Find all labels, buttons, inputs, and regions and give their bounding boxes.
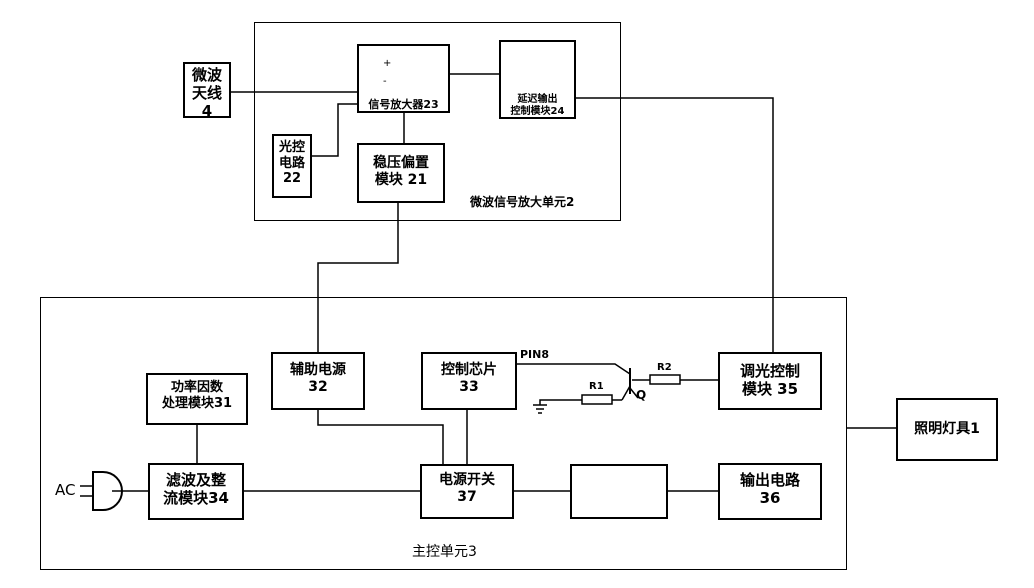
output-circuit-label: 输出电路 36 <box>739 471 800 507</box>
power-switch-label: 电源开关 37 <box>439 472 495 505</box>
q-label: Q <box>636 388 647 402</box>
signal-amplifier-label: 信号放大器23 <box>368 98 439 111</box>
wire-bias-aux <box>317 203 399 352</box>
transistor-collector <box>629 387 639 399</box>
lighting-fixture-block: 照明灯具1 <box>896 398 998 461</box>
filter-rectifier-block: 滤波及整 流模块34 <box>148 463 244 520</box>
filter-rectifier-label: 滤波及整 流模块34 <box>163 471 229 507</box>
ac-label: AC <box>55 481 76 499</box>
control-chip-label: 控制芯片 33 <box>441 362 497 395</box>
opamp-minus-sign: - <box>383 76 387 87</box>
ac-plug-body <box>92 471 123 511</box>
inductor-block <box>570 464 668 519</box>
microwave-amp-unit <box>254 22 621 221</box>
dimming-control-label: 调光控制 模块 35 <box>739 362 800 398</box>
output-circuit-block: 输出电路 36 <box>718 463 822 520</box>
aux-power-label: 辅助电源 32 <box>290 362 346 395</box>
resistor-r2 <box>649 374 681 385</box>
aux-power-block: 辅助电源 32 <box>271 352 365 410</box>
transistor-emitter <box>621 385 631 401</box>
main-control-unit-label: 主控单元3 <box>412 544 477 560</box>
power-switch-block: 电源开关 37 <box>420 464 514 519</box>
resistor-r1 <box>581 394 613 405</box>
r2-label: R2 <box>657 362 672 373</box>
antenna-label: 微波 天线 4 <box>191 66 222 120</box>
delay-output-block: 延迟输出 控制模块24 <box>499 40 576 119</box>
voltage-bias-block: 稳压偏置 模块 21 <box>357 143 445 203</box>
antenna-block: 微波 天线 4 <box>183 62 231 120</box>
pfc-label: 功率因数 处理模块31 <box>161 380 233 411</box>
wire-lightctrl-amp <box>312 103 357 157</box>
pin8-label: PIN8 <box>520 348 550 361</box>
signal-amplifier-block: + - 信号放大器23 <box>357 44 450 113</box>
microwave-amp-unit-label: 微波信号放大单元2 <box>470 195 575 209</box>
opamp-plus-sign: + <box>383 58 392 69</box>
r1-label: R1 <box>589 381 604 392</box>
pfc-block: 功率因数 处理模块31 <box>146 373 248 425</box>
lighting-fixture-label: 照明灯具1 <box>914 421 980 437</box>
delay-output-label: 延迟输出 控制模块24 <box>510 94 565 117</box>
wire-ground-r1 <box>539 399 582 405</box>
light-control-block: 光控 电路 22 <box>272 134 312 198</box>
dimming-control-block: 调光控制 模块 35 <box>718 352 822 410</box>
wire-pin8 <box>517 363 631 375</box>
wire-aux-switch <box>317 410 444 464</box>
control-chip-block: 控制芯片 33 <box>421 352 517 410</box>
wire-delay-dimming <box>576 97 774 352</box>
main-control-unit <box>40 297 847 570</box>
light-control-label: 光控 电路 22 <box>278 140 305 187</box>
voltage-bias-label: 稳压偏置 模块 21 <box>373 155 429 188</box>
